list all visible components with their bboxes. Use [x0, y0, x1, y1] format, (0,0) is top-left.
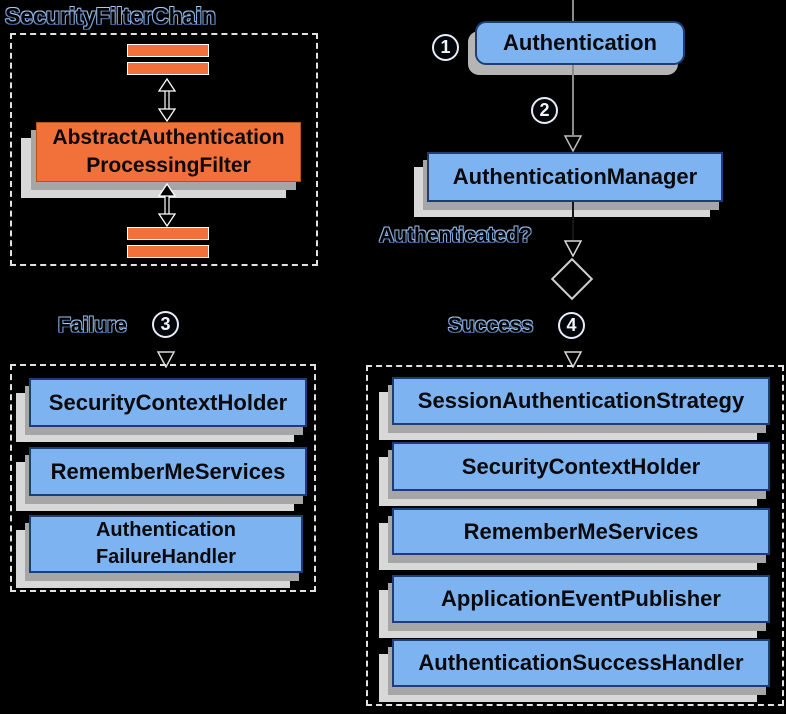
double-arrow-icon — [157, 78, 177, 122]
abstract-authentication-processing-filter-box: AbstractAuthentication ProcessingFilter — [36, 122, 301, 182]
handler-box: Authentication FailureHandler — [29, 515, 303, 573]
security-filter-chain-title: SecurityFilterChain — [5, 3, 216, 29]
decision-diamond — [550, 257, 594, 301]
arrowhead-icon — [563, 351, 583, 368]
success-handlers-box — [366, 365, 784, 706]
step-4-badge: 4 — [558, 312, 585, 339]
filter-bar-top-2 — [127, 62, 209, 75]
authentication-manager-box: AuthenticationManager — [427, 152, 723, 202]
arrowhead-icon — [563, 135, 583, 152]
authenticated-question-label: Authenticated? — [379, 224, 532, 247]
authentication-box: Authentication — [475, 21, 685, 65]
flow-line — [572, 202, 574, 240]
step-2-badge: 2 — [531, 97, 558, 124]
handler-box: SecurityContextHolder — [29, 378, 307, 427]
arrowhead-icon — [563, 240, 583, 257]
filter-bar-bottom-1 — [127, 227, 209, 240]
handler-box: RememberMeServices — [29, 447, 307, 496]
filter-bar-bottom-2 — [127, 245, 209, 258]
failure-handlers-box — [10, 364, 316, 592]
step-3-badge: 3 — [152, 311, 179, 338]
arrowhead-icon — [156, 351, 176, 368]
double-arrow-icon — [157, 183, 177, 227]
filter-name-line1: AbstractAuthentication — [52, 126, 285, 150]
handler-box: SessionAuthenticationStrategy — [392, 377, 770, 425]
failure-label: Failure — [58, 314, 127, 337]
handler-box: AuthenticationSuccessHandler — [392, 639, 770, 687]
flow-line — [572, 65, 574, 135]
security-filter-chain-box — [10, 33, 318, 266]
step-1-badge: 1 — [432, 34, 459, 61]
handler-box: ApplicationEventPublisher — [392, 575, 770, 623]
handler-box: RememberMeServices — [392, 508, 770, 555]
success-label: Success — [448, 314, 534, 337]
flow-line — [572, 0, 574, 22]
filter-name-line2: ProcessingFilter — [86, 154, 251, 177]
handler-box: SecurityContextHolder — [392, 442, 770, 491]
filter-bar-top-1 — [127, 44, 209, 57]
